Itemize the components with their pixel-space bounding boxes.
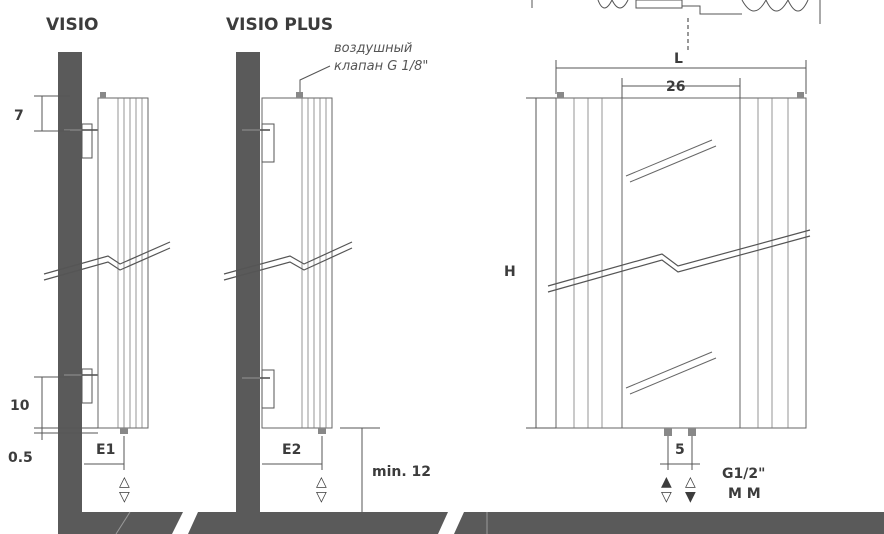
flow-down-icon: ▽ <box>119 489 130 505</box>
flow-down-filled-icon: ▼ <box>685 489 696 505</box>
air-valve-note-line2: клапан G 1/8" <box>334 59 428 74</box>
connection-thread: G1/2" <box>722 466 765 482</box>
dim-e1: E1 <box>84 436 125 470</box>
svg-text:26: 26 <box>666 79 685 95</box>
flow-up-icon: △ <box>316 474 327 490</box>
floor-slab-2 <box>188 512 448 534</box>
flow-up-filled-icon: ▲ <box>661 474 672 490</box>
bottom-pipe-icon <box>120 428 128 434</box>
floor-slab-1 <box>58 512 183 534</box>
svg-text:5: 5 <box>675 442 685 458</box>
svg-text:0.5: 0.5 <box>8 450 33 466</box>
wall-visio <box>58 52 82 514</box>
flow-down-icon: ▽ <box>316 489 327 505</box>
dim-height: H <box>504 97 556 429</box>
svg-text:min. 12: min. 12 <box>372 464 431 480</box>
connection-type: M M <box>728 486 761 502</box>
title-visio-plus: VISIO PLUS <box>226 15 333 35</box>
top-plan-detail <box>531 0 821 52</box>
air-valve-note-line1: воздушный <box>334 41 412 56</box>
air-valve-icon <box>296 92 303 98</box>
dim-e2: E2 <box>262 436 323 470</box>
dim-width: L <box>555 51 807 94</box>
svg-text:L: L <box>674 51 683 67</box>
dim-panel-width: 26 <box>621 78 741 98</box>
wall-bracket-top-icon <box>64 123 98 159</box>
bottom-pipe-icon <box>318 428 326 434</box>
flow-down-icon: ▽ <box>661 489 672 505</box>
pipe-left-icon <box>664 428 672 436</box>
wall-visio-plus <box>236 52 260 514</box>
wall-bracket-bottom-icon <box>242 369 275 409</box>
flow-up-icon: △ <box>119 474 130 490</box>
dim-pipe-spacing: 5 <box>660 436 700 470</box>
dim-top-offset: 7 <box>14 95 70 132</box>
title-visio: VISIO <box>46 15 99 35</box>
svg-text:H: H <box>504 264 516 280</box>
svg-text:7: 7 <box>14 108 24 124</box>
floor <box>58 511 884 534</box>
top-cap-icon <box>100 92 106 98</box>
pipe-right-icon <box>688 428 696 436</box>
air-valve-leader <box>299 65 331 92</box>
floor-slab-3 <box>454 512 884 534</box>
break-line-visio-plus <box>223 241 353 281</box>
wall-bracket-bottom-icon <box>64 368 98 404</box>
top-cap-icon <box>797 92 804 98</box>
flow-up-icon: △ <box>685 474 696 490</box>
break-line-visio <box>43 241 171 281</box>
dim-bottom-offset: 10 <box>10 376 98 429</box>
svg-text:E1: E1 <box>96 442 115 458</box>
wall-bracket-top-icon <box>242 123 275 163</box>
break-line-front <box>547 229 811 293</box>
svg-text:10: 10 <box>10 398 30 414</box>
svg-text:E2: E2 <box>282 442 301 458</box>
top-cap-icon <box>557 92 564 98</box>
glass-panel <box>621 97 741 429</box>
dim-bottom-gap: 0.5 <box>8 428 98 466</box>
dim-min-height: min. 12 <box>340 427 431 512</box>
visio-front-view <box>555 92 807 436</box>
